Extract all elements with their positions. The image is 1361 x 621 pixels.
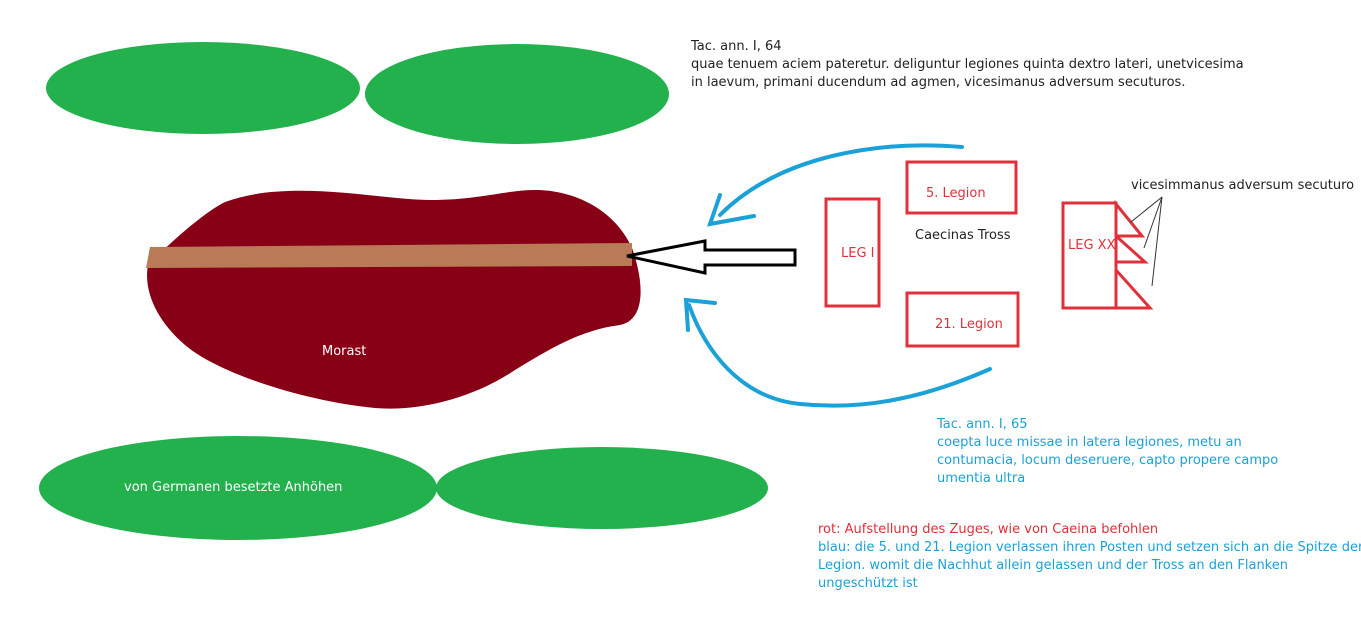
blue-arrow-upper	[718, 143, 964, 217]
quote-bottom-line-3: umentia ultra	[937, 471, 1026, 486]
quote-bottom: Tac. ann. I, 65 coepta luce missae in la…	[937, 416, 1278, 488]
rearguard-triangle-1	[1114, 199, 1146, 238]
road	[146, 243, 632, 268]
blue-arrowhead-lower	[683, 297, 717, 332]
blue-arrowhead-upper	[706, 193, 756, 227]
hills-label: von Germanen besetzte Anhöhen	[124, 480, 343, 495]
legend: rot: Aufstellung des Zuges, wie von Caei…	[818, 521, 1361, 593]
pointer-line-1	[1130, 196, 1163, 223]
legend-blue-line-1: blau: die 5. und 21. Legion verlassen ih…	[818, 540, 1361, 555]
pointer-line-3	[1151, 196, 1163, 287]
quote-bottom-line-1: coepta luce missae in latera legiones, m…	[937, 435, 1242, 450]
hill-bottom-left	[39, 436, 437, 540]
legend-blue-line-2: Legion. womit die Nachhut allein gelasse…	[818, 558, 1288, 573]
morass-label: Morast	[322, 344, 367, 359]
legend-red-line: rot: Aufstellung des Zuges, wie von Caei…	[818, 522, 1159, 537]
leg-20-label: LEG XX	[1068, 238, 1116, 253]
hill-top-left	[46, 42, 360, 134]
legion-5-box	[905, 160, 1018, 215]
quote-top-line-1: quae tenuem aciem pateretur. deliguntur …	[691, 57, 1244, 72]
hill-top-right	[365, 44, 669, 144]
quote-top-line-2: in laevum, primani ducendum ad agmen, vi…	[691, 75, 1186, 90]
leg-1-box	[824, 197, 881, 308]
legion-21-label: 21. Legion	[935, 317, 1003, 332]
baggage-label: Caecinas Tross	[915, 228, 1011, 243]
march-direction-arrow	[626, 239, 797, 275]
legion-21-box	[905, 291, 1020, 348]
quote-top-source: Tac. ann. I, 64	[691, 39, 782, 54]
leg-1-label: LEG I	[841, 246, 875, 261]
rearguard-triangle-3	[1114, 266, 1154, 310]
rearguard-triangle-2	[1114, 232, 1149, 264]
quote-bottom-source: Tac. ann. I, 65	[937, 417, 1028, 432]
hill-bottom-right	[436, 447, 768, 529]
blue-arrow-lower	[687, 303, 992, 408]
legend-blue-line-3: ungeschützt ist	[818, 576, 918, 591]
legion-5-label: 5. Legion	[926, 186, 986, 201]
quote-top: Tac. ann. I, 64 quae tenuem aciem patere…	[691, 38, 1244, 92]
leg-20-box	[1061, 201, 1118, 310]
pointer-line-2	[1143, 196, 1163, 249]
quote-bottom-line-2: contumacia, locum deseruere, capto prope…	[937, 453, 1279, 468]
morass-area	[147, 190, 641, 409]
rearguard-note: vicesimmanus adversum secuturo	[1131, 178, 1355, 193]
